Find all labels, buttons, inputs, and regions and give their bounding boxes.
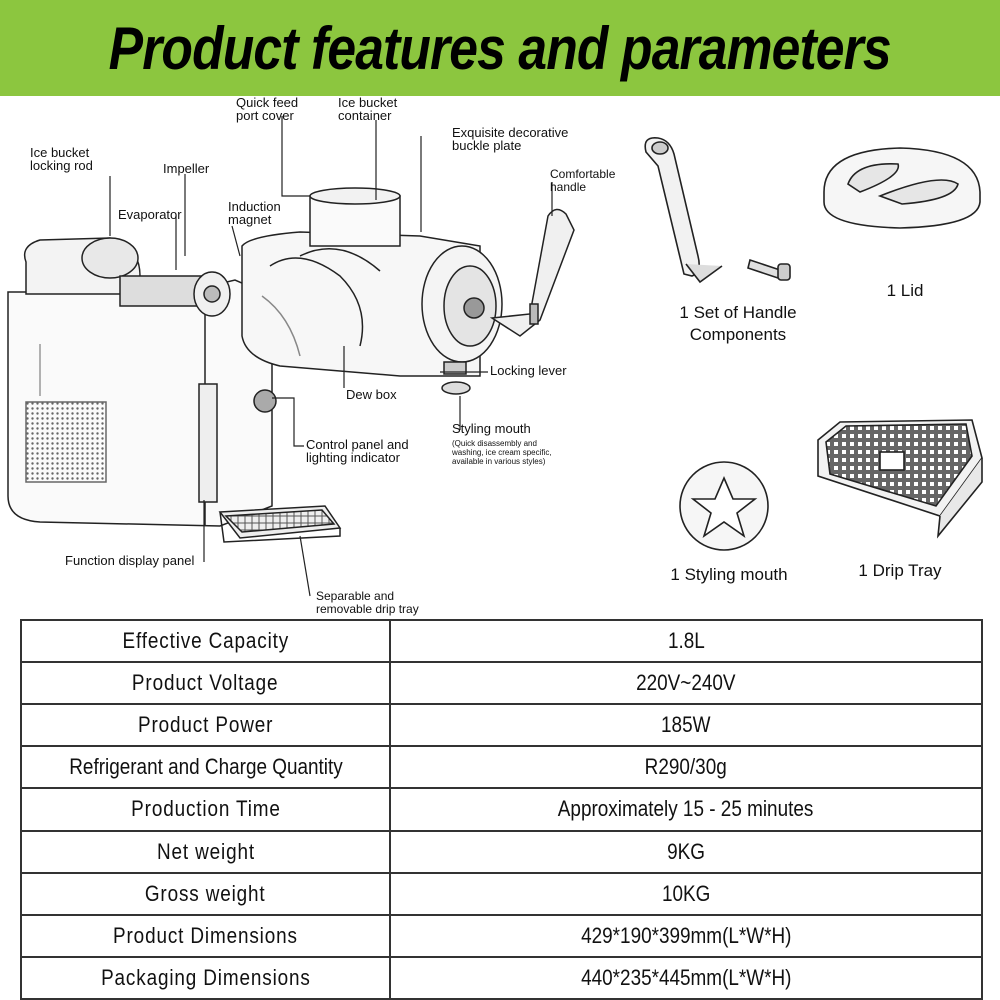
machine-diagram: Quick feed port cover Ice bucket contain… (0, 96, 640, 616)
accessory-lid-label: 1 Lid (886, 281, 924, 300)
label-locking-rod: Ice bucket locking rod (30, 145, 93, 173)
label-control-panel: Control panel and lighting indicator (306, 437, 409, 465)
label-locking-lever: Locking lever (490, 363, 567, 378)
spec-value: 440*235*445mm(L*W*H) (389, 955, 983, 1000)
label-buckle-plate: Exquisite decorative buckle plate (452, 125, 569, 153)
spec-value: 185W (389, 703, 983, 748)
label-ice-container: Ice bucket container (338, 95, 398, 123)
spec-value: 220V~240V (389, 661, 983, 706)
label-quick-feed: Quick feed port cover (236, 95, 299, 123)
table-row: Refrigerant and Charge Quantity R290/30g (20, 745, 983, 790)
spec-value: 1.8L (389, 618, 983, 664)
spec-label: Production Time (20, 787, 391, 832)
spec-value: 429*190*399mm(L*W*H) (389, 913, 983, 958)
table-row: Gross weight 10KG (20, 871, 983, 916)
table-row: Net weight 9KG (20, 829, 983, 874)
handle-component-icon (644, 136, 700, 277)
spec-label: Packaging Dimensions (20, 955, 391, 1000)
title-banner: Product features and parameters (0, 0, 1000, 96)
label-styling-note: (Quick disassembly and washing, ice crea… (452, 439, 552, 466)
table-row: Effective Capacity 1.8L (20, 618, 983, 664)
label-handle: Comfortable handle (550, 167, 616, 194)
accessories-illustration (644, 136, 983, 551)
label-evaporator: Evaporator (118, 207, 182, 222)
accessory-handle-set-label: 1 Set of Handle Components (679, 303, 797, 344)
spec-label: Product Dimensions (20, 913, 391, 958)
spec-table: Effective Capacity 1.8L Product Voltage … (20, 618, 983, 1000)
accessory-styling-mouth-label: 1 Styling mouth (670, 565, 788, 584)
table-row: Packaging Dimensions 440*235*445mm(L*W*H… (20, 955, 983, 1000)
spec-value: R290/30g (389, 745, 983, 790)
table-row: Production Time Approximately 15 - 25 mi… (20, 787, 983, 832)
spec-value: Approximately 15 - 25 minutes (389, 787, 983, 832)
spec-label: Product Power (20, 703, 391, 748)
label-drip-tray: Separable and removable drip tray (316, 589, 419, 616)
spec-label: Effective Capacity (20, 618, 391, 664)
styling-mouth-icon (679, 461, 769, 551)
accessory-drip-tray-label: 1 Drip Tray (858, 561, 942, 580)
label-impeller: Impeller (163, 161, 210, 176)
spec-value: 9KG (389, 829, 983, 874)
label-induction-magnet: Induction magnet (228, 199, 281, 227)
table-row: Product Power 185W (20, 703, 983, 748)
spec-value: 10KG (389, 871, 983, 916)
spec-label: Product Voltage (20, 661, 391, 706)
label-display-panel: Function display panel (65, 553, 195, 568)
spec-label: Refrigerant and Charge Quantity (20, 745, 391, 790)
page-title: Product features and parameters (108, 14, 892, 82)
drip-tray-icon (817, 419, 983, 539)
accessories-panel: 1 Set of Handle Components 1 Lid 1 Styli… (640, 96, 1000, 616)
spec-label: Gross weight (20, 871, 391, 916)
table-row: Product Dimensions 429*190*399mm(L*W*H) (20, 913, 983, 958)
label-dew-box: Dew box (346, 387, 397, 402)
spec-label: Net weight (20, 829, 391, 874)
label-styling-mouth: Styling mouth (452, 421, 531, 436)
table-row: Product Voltage 220V~240V (20, 661, 983, 706)
machine-illustration (7, 116, 575, 597)
